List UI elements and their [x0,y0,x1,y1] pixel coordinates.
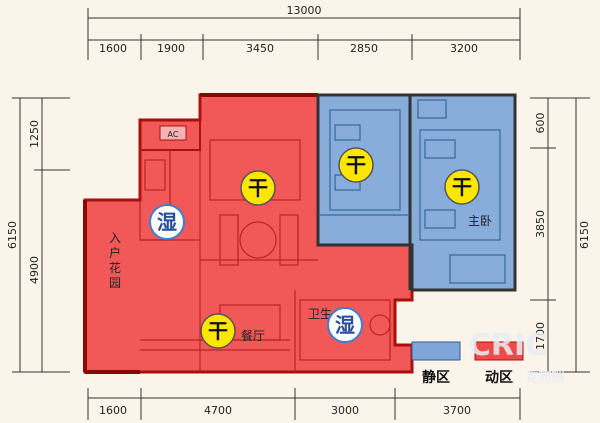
svg-text:干: 干 [452,175,472,199]
watermark-logo: CRIC [469,328,547,363]
svg-text:湿: 湿 [157,210,177,234]
dim-top-5: 3200 [450,42,478,55]
room-entry-garden-3: 花 [109,260,121,275]
room-entry-garden-2: 户 [109,245,121,260]
svg-text:干: 干 [248,176,268,200]
legend-quiet-label: 静区 [422,369,450,386]
left-dimensions [12,97,70,373]
dim-top-1: 1600 [99,42,127,55]
dim-left-1: 1250 [28,120,41,148]
active-zone: AC [83,93,414,374]
room-master-bedroom: 主卧 [468,214,492,228]
wet-badge-bathroom: 湿 [327,307,363,343]
watermark-subtitle: 克而瑞 [525,370,564,386]
dry-badge-dining: 干 [200,313,236,349]
ac-label: AC [168,130,179,139]
legend-quiet-swatch [411,341,461,361]
svg-text:湿: 湿 [335,313,355,337]
dim-right-total: 6150 [578,221,591,249]
dry-badge-living: 干 [240,170,276,206]
room-entry-garden-4: 园 [109,276,121,290]
top-dimensions [87,8,521,60]
dim-bottom-1: 1600 [99,404,127,417]
dim-right-1: 600 [534,113,547,134]
quiet-zone-area [316,93,517,292]
dim-top-4: 2850 [350,42,378,55]
room-dining: 餐厅 [241,328,265,343]
dim-bottom-2: 4700 [204,404,232,417]
bottom-dimensions [87,388,521,420]
dim-total-width: 13000 [287,4,322,17]
wet-badge-kitchen: 湿 [149,204,185,240]
dim-top-2: 1900 [157,42,185,55]
legend: 静区 动区 [411,341,524,386]
legend-active-swatch [474,341,524,361]
quiet-zone: 主卧 [316,93,517,292]
dim-left-2: 4900 [28,256,41,284]
dim-right-2: 3850 [534,210,547,238]
svg-text:干: 干 [208,319,228,343]
room-bathroom: 卫生 [308,307,332,321]
dry-badge-bedroom2: 干 [338,147,374,183]
dry-badge-master: 干 [444,169,480,205]
dim-right-3: 1700 [534,322,547,350]
dim-top-3: 3450 [246,42,274,55]
dim-bottom-4: 3700 [443,404,471,417]
svg-text:干: 干 [346,153,366,177]
legend-active-label: 动区 [485,369,513,386]
right-dimensions [530,97,590,373]
watermark: CRIC 克而瑞 [469,328,565,386]
dim-bottom-3: 3000 [331,404,359,417]
room-entry-garden-1: 入 [109,231,121,245]
dim-left-total: 6150 [6,221,19,249]
